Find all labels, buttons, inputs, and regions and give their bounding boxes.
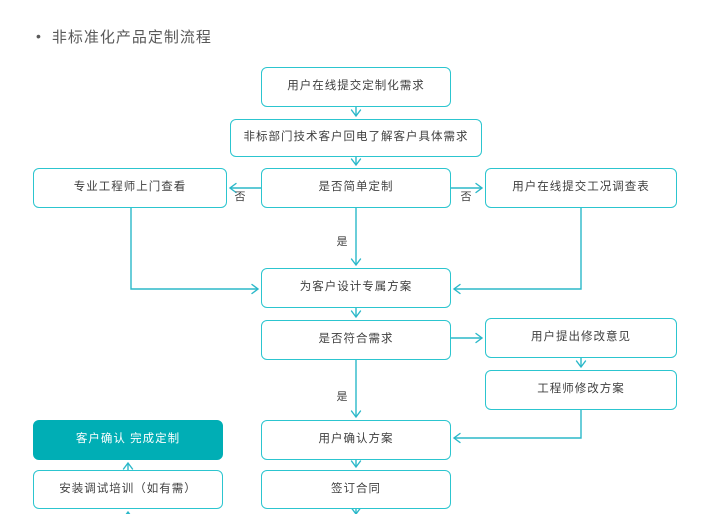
node-dept-callback: 非标部门技术客户回电了解客户具体需求 bbox=[230, 119, 482, 157]
node-user-feedback: 用户提出修改意见 bbox=[485, 318, 677, 358]
edge-label-yes-top: 是 bbox=[336, 236, 348, 248]
node-submit-request: 用户在线提交定制化需求 bbox=[261, 67, 451, 107]
node-meets-needs-decision: 是否符合需求 bbox=[261, 320, 451, 360]
node-user-confirm: 用户确认方案 bbox=[261, 420, 451, 460]
bullet-icon: • bbox=[36, 27, 42, 44]
node-design-plan: 为客户设计专属方案 bbox=[261, 268, 451, 308]
edge-label-yes-bottom: 是 bbox=[336, 391, 348, 403]
edge-visit-to-design bbox=[130, 208, 260, 295]
page-title: • 非标准化产品定制流程 bbox=[36, 26, 212, 47]
node-install-training: 安装调试培训（如有需） bbox=[33, 470, 223, 509]
node-survey-form: 用户在线提交工况调查表 bbox=[485, 168, 677, 208]
node-custom-complete: 客户确认 完成定制 bbox=[33, 420, 223, 460]
edge-label-no-right: 否 bbox=[460, 191, 472, 203]
node-sign-contract: 签订合同 bbox=[261, 470, 451, 509]
edge-label-no-left: 否 bbox=[234, 191, 246, 203]
node-engineer-revise: 工程师修改方案 bbox=[485, 370, 677, 410]
node-simple-custom-decision: 是否简单定制 bbox=[261, 168, 451, 208]
edge-revise-to-confirm bbox=[452, 410, 582, 444]
edge-survey-to-design bbox=[452, 208, 582, 295]
title-text: 非标准化产品定制流程 bbox=[51, 29, 212, 46]
node-engineer-visit: 专业工程师上门查看 bbox=[33, 168, 227, 208]
